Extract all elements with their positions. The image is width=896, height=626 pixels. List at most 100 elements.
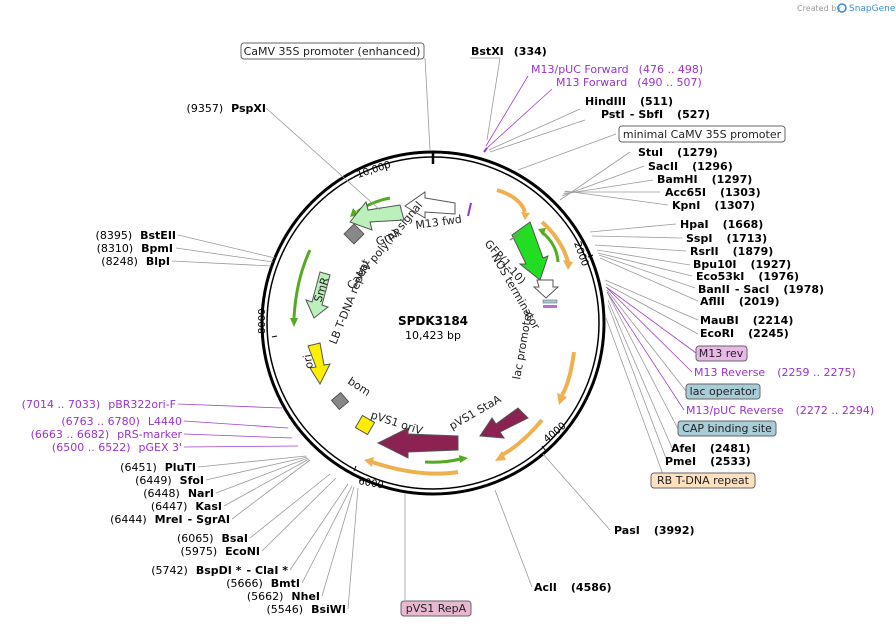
svg-text:(6448)NarI: (6448)NarI — [143, 487, 214, 500]
pvs1-oriv-arrow — [376, 427, 459, 459]
green-arrow-1 — [538, 228, 546, 236]
green-feature-arc-1 — [542, 231, 560, 263]
primer-mark-m13-fwd — [467, 202, 472, 217]
tick-label-2000: 2000 — [571, 240, 590, 268]
gfp-arrow — [511, 221, 549, 281]
orange-arrow-5 — [364, 457, 374, 467]
orange-feature-arc-1 — [496, 188, 527, 213]
svg-text:(6663 .. 6682)pRS-marker: (6663 .. 6682)pRS-marker — [31, 428, 183, 441]
orange-feature-arc-2 — [540, 220, 570, 263]
svg-text:SspI(1713): SspI(1713) — [686, 232, 767, 245]
brand-created-by: Created by — [797, 4, 841, 13]
svg-text:BanII-SacI(1978): BanII-SacI(1978) — [698, 283, 824, 296]
svg-text:CaMV 35S promoter (enhanced): CaMV 35S promoter (enhanced) — [244, 45, 421, 58]
box-rb-repeat: RB T-DNA repeat — [650, 472, 756, 489]
tick-8000 — [271, 335, 278, 338]
gmr-arrow — [349, 200, 405, 231]
bom-block — [330, 391, 350, 411]
brand-snapgene: SnapGene — [849, 4, 896, 14]
svg-text:(6451)PluTI: (6451)PluTI — [120, 461, 196, 474]
svg-text:(8395)BstEII: (8395)BstEII — [96, 229, 176, 242]
svg-text:AflII(2019): AflII(2019) — [700, 295, 780, 308]
plasmid-length: 10,423 bp — [405, 329, 461, 342]
min-camv-mark — [509, 233, 521, 241]
svg-text:(6065)BsaI: (6065)BsaI — [177, 532, 248, 545]
svg-text:(8310)BpmI: (8310)BpmI — [97, 242, 173, 255]
orange-arrow-2 — [563, 260, 573, 270]
svg-text:(5975)EcoNI: (5975)EcoNI — [181, 545, 260, 558]
svg-text:CAP binding site: CAP binding site — [682, 422, 772, 435]
svg-text:(6449)SfoI: (6449)SfoI — [135, 474, 204, 487]
tick-10000 — [384, 164, 388, 172]
lac-operator-mark — [542, 299, 558, 304]
box-min-camv: minimal CaMV 35S promoter — [618, 125, 786, 143]
svg-text:BstXI(334): BstXI(334) — [471, 45, 547, 58]
box-m13-rev: M13 rev — [695, 345, 748, 362]
svg-text:(6763 .. 6780)L4440: (6763 .. 6780)L4440 — [61, 415, 182, 428]
svg-text:BamHI(1297): BamHI(1297) — [657, 173, 752, 186]
pvs1-staa-arrow — [479, 407, 529, 439]
svg-text:PasI(3992): PasI(3992) — [614, 524, 695, 537]
svg-text:(9357)PspXI: (9357)PspXI — [187, 102, 266, 115]
svg-text:AclI(4586): AclI(4586) — [534, 581, 612, 594]
green-arrow-4 — [459, 455, 468, 463]
orange-arrow-4 — [495, 451, 506, 461]
svg-text:RB T-DNA repeat: RB T-DNA repeat — [657, 474, 750, 487]
green-feature-arc-3 — [292, 249, 312, 319]
ori-arrow — [307, 342, 331, 386]
svg-text:lac operator: lac operator — [690, 385, 757, 398]
svg-text:MauBI(2214): MauBI(2214) — [700, 314, 793, 327]
svg-text:pVS1 RepA: pVS1 RepA — [406, 602, 467, 615]
orange-arrow-3 — [557, 393, 567, 405]
tick-label-8000: 8000 — [257, 309, 268, 334]
m13-rev-mark — [543, 305, 557, 308]
tick-4000 — [541, 445, 547, 452]
leader-lines — [171, 57, 699, 610]
svg-text:M13/pUC Forward(476 .. 498): M13/pUC Forward(476 .. 498) — [531, 63, 703, 76]
snapgene-logo-icon — [837, 3, 847, 13]
camv-polya-block — [343, 223, 365, 245]
box-cap-site: CAP binding site — [677, 420, 777, 437]
svg-text:(6444)MreI-SgrAI: (6444)MreI-SgrAI — [110, 513, 230, 526]
label-m13-fwd: M13 fwd — [415, 213, 463, 232]
nos-terminator-arrow — [532, 279, 560, 299]
site-list-right: BstXI(334) M13/pUC Forward(476 .. 498) M… — [471, 45, 874, 594]
tick-label-6000: 6000 — [357, 476, 384, 491]
svg-text:(5666)BmtI: (5666)BmtI — [226, 577, 300, 590]
box-camv-enhanced: CaMV 35S promoter (enhanced) — [240, 42, 425, 60]
svg-text:HindIII(511): HindIII(511) — [585, 95, 673, 108]
svg-text:M13 Reverse(2259 .. 2275): M13 Reverse(2259 .. 2275) — [694, 366, 856, 379]
label-ori: ori — [301, 353, 316, 369]
svg-text:AfeI(2481): AfeI(2481) — [671, 442, 751, 455]
svg-text:RsrII(1879): RsrII(1879) — [690, 245, 773, 258]
svg-text:PmeI(2533): PmeI(2533) — [665, 455, 751, 468]
tick-2000 — [587, 254, 594, 258]
svg-text:SacII(1296): SacII(1296) — [648, 160, 733, 173]
svg-text:StuI(1279): StuI(1279) — [638, 146, 718, 159]
box-lac-operator: lac operator — [685, 383, 761, 400]
svg-text:(7014 .. 7033)pBR322ori-F: (7014 .. 7033)pBR322ori-F — [22, 398, 176, 411]
svg-text:HpaI(1668): HpaI(1668) — [680, 218, 763, 231]
tick-6000 — [353, 465, 357, 472]
svg-text:(6500 .. 6522)pGEX 3': (6500 .. 6522)pGEX 3' — [52, 441, 182, 454]
orange-arrow-1 — [521, 212, 530, 220]
green-arrow-3 — [290, 318, 298, 327]
label-smr: SmR — [311, 275, 331, 303]
svg-text:Bpu10I(1927): Bpu10I(1927) — [693, 258, 791, 271]
svg-text:Eco53kI(1976): Eco53kI(1976) — [696, 270, 799, 283]
yellow-feature-block — [354, 414, 376, 436]
primer-mark-m13-puc — [483, 147, 488, 153]
plasmid-name: SPDK3184 — [398, 314, 468, 328]
label-bom: bom — [345, 375, 373, 399]
svg-text:KpnI(1307): KpnI(1307) — [672, 199, 755, 212]
box-pvs1-repa: pVS1 RepA — [400, 600, 472, 617]
svg-text:(5546)BsiWI: (5546)BsiWI — [266, 603, 346, 616]
label-lb-repeat: LB T-DNA repeat — [327, 257, 373, 346]
lac-promoter-arc — [560, 351, 576, 397]
svg-text:(5742)BspDI *-ClaI *: (5742)BspDI *-ClaI * — [151, 564, 288, 577]
m13-fwd-arrow — [404, 191, 456, 219]
svg-text:PstI-SbfI(527): PstI-SbfI(527) — [601, 108, 710, 121]
svg-text:M13/pUC Reverse(2272 .. 2294): M13/pUC Reverse(2272 .. 2294) — [686, 404, 874, 417]
